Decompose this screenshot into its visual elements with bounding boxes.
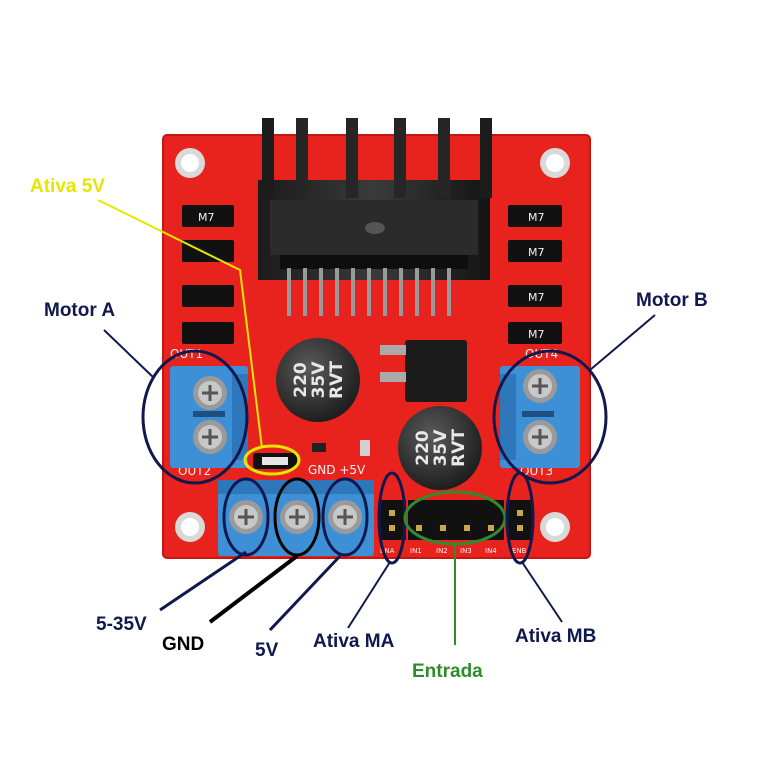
cap-marking: RVT <box>449 429 469 467</box>
cap-marking: 220 <box>291 362 311 398</box>
highlight-motor-a <box>141 349 249 485</box>
silk-enb: ENB <box>512 547 527 555</box>
highlight-motor-b <box>492 349 608 485</box>
diode-marking: M7 <box>528 291 545 304</box>
diode <box>182 322 234 344</box>
diodes-left: M7 <box>182 205 234 344</box>
diode-marking: M7 <box>528 211 545 224</box>
diodes-right: M7 M7 M7 M7 <box>508 205 562 344</box>
highlight-5-35v <box>222 477 270 557</box>
diode-marking: M7 <box>198 211 215 224</box>
diode <box>182 285 234 307</box>
mounting-hole-tr <box>540 148 570 178</box>
leader-5v <box>268 554 342 632</box>
annotation-ativa-5v: Ativa 5V <box>30 176 301 476</box>
voltage-regulator <box>380 340 467 402</box>
mounting-hole-tl <box>175 148 205 178</box>
highlight-5v <box>321 477 369 557</box>
annotation-ativa-mb: Ativa MB <box>505 471 596 647</box>
diode <box>182 240 234 262</box>
pin-header <box>380 500 532 540</box>
annotation-entrada: Entrada <box>403 490 507 682</box>
diode-marking: M7 <box>528 328 545 341</box>
heatsink <box>258 118 492 316</box>
leader-5-35v <box>159 550 247 612</box>
label-5-35v: 5-35V <box>96 614 147 635</box>
diode: M7 <box>508 285 562 307</box>
pcb-highlight <box>162 134 591 559</box>
leader-ativa-ma <box>347 561 391 629</box>
label-gnd: GND <box>162 634 204 655</box>
silk-in4: IN4 <box>485 547 497 555</box>
cap-marking: 220 <box>413 430 433 466</box>
capacitor-right: 220 35V RVT <box>398 406 482 490</box>
silk-in3: IN3 <box>460 547 472 555</box>
highlight-ativa-mb <box>505 471 535 565</box>
label-motor-a: Motor A <box>44 300 115 321</box>
annotation-motor-a: Motor A <box>44 300 249 485</box>
label-ativa-5v: Ativa 5V <box>30 176 105 197</box>
terminal-power <box>218 480 374 556</box>
leader-ativa-5v <box>97 199 263 449</box>
diode: M7 <box>508 240 562 262</box>
label-ativa-ma: Ativa MA <box>313 631 395 652</box>
label-motor-b: Motor B <box>636 290 708 311</box>
smd-components <box>253 440 370 469</box>
mounting-hole-br <box>540 512 570 542</box>
cap-marking: RVT <box>327 361 347 399</box>
diode: M7 <box>508 322 562 344</box>
annotation-gnd: GND <box>162 477 321 655</box>
terminal-motor-b <box>500 366 580 468</box>
annotation-5-35v: 5-35V <box>96 477 270 635</box>
leader-ativa-mb <box>521 561 563 623</box>
mounting-hole-bl <box>175 512 205 542</box>
label-5v: 5V <box>255 640 279 661</box>
cap-marking: 35V <box>309 361 329 399</box>
leader-motor-b <box>589 314 656 371</box>
leader-gnd <box>208 554 299 624</box>
leader-motor-a <box>103 329 155 379</box>
label-ativa-mb: Ativa MB <box>515 626 596 647</box>
terminal-motor-a <box>170 366 248 468</box>
diode: M7 <box>508 205 562 227</box>
annotation-motor-b: Motor B <box>492 290 708 485</box>
diode-marking: M7 <box>528 246 545 259</box>
silk-out1: OUT1 <box>170 347 203 361</box>
label-entrada: Entrada <box>412 661 483 682</box>
silk-in1: IN1 <box>410 547 422 555</box>
diode: M7 <box>182 205 234 227</box>
capacitor-left: 220 35V RVT <box>276 338 360 422</box>
silk-ena: ENA <box>380 547 395 555</box>
silk-gnd-5v: GND +5V <box>308 463 366 477</box>
silk-in2: IN2 <box>436 547 448 555</box>
highlight-ativa-5v <box>243 444 301 476</box>
highlight-gnd <box>273 477 321 557</box>
annotation-5v: 5V <box>255 477 369 661</box>
cap-marking: 35V <box>431 429 451 467</box>
